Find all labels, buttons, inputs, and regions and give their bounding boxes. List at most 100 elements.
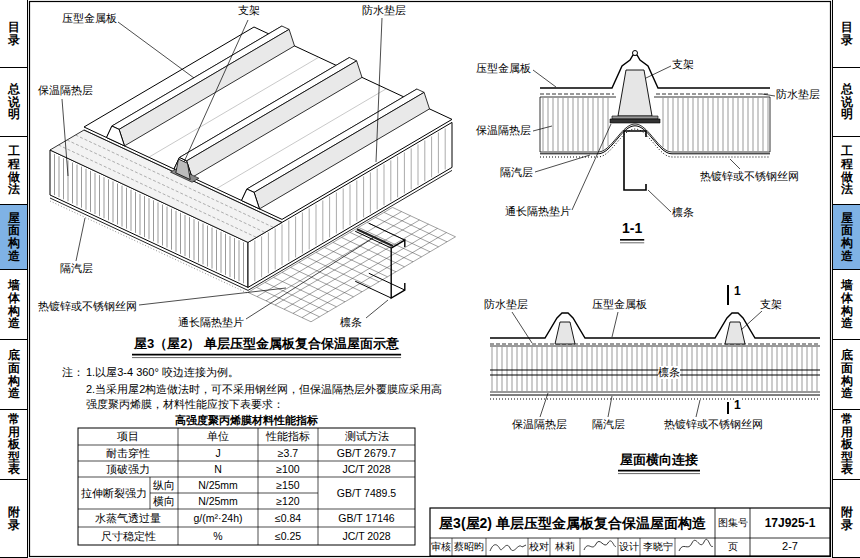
leader-line — [696, 400, 700, 417]
insulation-hatch — [753, 98, 754, 151]
drawing-title: 屋3(屋2) 单层压型金属板复合保温屋面构造 — [439, 515, 706, 532]
insulation-hatch — [557, 347, 558, 391]
insulation-hatch — [418, 144, 419, 185]
title-block-frame — [430, 508, 830, 556]
leader-line — [533, 126, 552, 131]
insulation-hatch — [567, 347, 568, 391]
part-label: 防水垫层 — [776, 88, 820, 101]
tab-label: 目录 — [8, 21, 20, 46]
insulation-hatch — [363, 176, 364, 217]
insulation-hatch — [68, 160, 69, 201]
insulation-hatch — [537, 347, 538, 391]
insulation-hatch — [322, 200, 323, 241]
thermal-pad — [610, 119, 660, 123]
insulation-hatch — [652, 347, 653, 391]
insulation-hatch — [763, 98, 764, 151]
insulation-hatch — [707, 347, 708, 391]
insulation-hatch — [758, 98, 759, 151]
insulation-hatch — [336, 192, 337, 233]
leader-line — [118, 22, 194, 78]
leader-line — [62, 99, 68, 176]
insulation-hatch — [573, 98, 574, 151]
part-label: 支架 — [672, 58, 694, 71]
section-tab: 总说明 — [833, 68, 860, 137]
section-tab: 屋面构造 — [0, 205, 27, 270]
insulation-hatch — [563, 98, 564, 151]
insulation-hatch — [587, 347, 588, 391]
insulation-hatch — [797, 347, 798, 391]
table-cell: 拉伸断裂强力 — [81, 487, 147, 500]
vapor-layer — [490, 395, 820, 396]
connection-hatch — [492, 347, 817, 391]
insulation-hatch — [397, 156, 398, 197]
insulation-hatch — [502, 347, 503, 391]
insulation-hatch — [108, 179, 109, 220]
insulation-hatch — [547, 347, 548, 391]
insulation-hatch — [356, 180, 357, 221]
tab-label: 工程做法 — [8, 145, 20, 196]
signature — [584, 541, 616, 550]
title-underline — [620, 239, 644, 241]
part-label: 保温隔热层 — [38, 84, 93, 97]
table-cell: % — [213, 530, 222, 543]
table-cell: 性能指标 — [266, 430, 310, 443]
insulation-hatch — [497, 347, 498, 391]
insulation-hatch — [203, 223, 204, 264]
insulation-hatch — [176, 211, 177, 252]
leader-line — [648, 190, 671, 212]
tab-label: 总说明 — [8, 83, 20, 121]
wire-mesh — [308, 257, 371, 286]
insulation-hatch — [282, 224, 283, 265]
insulation-hatch — [723, 98, 724, 151]
table-cell: 单位 — [207, 430, 229, 443]
insulation-hatch — [117, 184, 118, 225]
tab-label: 附录 — [841, 506, 853, 531]
leader-line — [572, 124, 611, 210]
tab-rule — [27, 0, 28, 558]
wire-mesh — [367, 222, 430, 251]
title-block-cell: 李晓宁 — [643, 541, 673, 553]
section-1-1 — [533, 51, 775, 213]
insulation-hatch — [543, 98, 544, 151]
title-block-cell: 蔡昭昀 — [454, 541, 484, 553]
metal-panel — [490, 313, 820, 338]
insulation-hatch — [171, 209, 172, 250]
table-title: 高强度聚丙烯膜材料性能指标 — [175, 414, 318, 427]
insulation-hatch — [542, 347, 543, 391]
insulation-hatch — [162, 205, 163, 246]
insulation-hatch — [637, 347, 638, 391]
insulation-hatch — [687, 347, 688, 391]
insulation-hatch — [189, 217, 190, 258]
insulation-hatch — [792, 347, 793, 391]
insulation-hatch — [275, 228, 276, 269]
insulation-hatch — [194, 219, 195, 260]
part-label: 防水垫层 — [484, 298, 528, 311]
insulation-hatch — [727, 347, 728, 391]
tab-label: 工程做法 — [841, 145, 853, 196]
horizontal-connection — [490, 285, 820, 417]
section-mark-number: 1 — [734, 398, 741, 412]
insulation-hatch — [592, 347, 593, 391]
insulation-hatch — [295, 216, 296, 257]
insulation-hatch — [438, 132, 439, 173]
wire-mesh — [266, 216, 411, 301]
insulation-hatch — [254, 240, 255, 281]
insulation-hatch — [527, 347, 528, 391]
panel-rib-end — [107, 126, 125, 146]
leader-line — [376, 18, 382, 162]
insulation-hatch — [225, 234, 226, 275]
insulation-hatch — [718, 98, 719, 151]
wire-mesh — [274, 277, 337, 306]
insulation-hatch — [588, 98, 589, 151]
insulation-hatch — [309, 208, 310, 249]
leader-line — [612, 312, 618, 337]
sheet-frame — [30, 2, 831, 557]
table-cell: 尺寸稳定性 — [101, 530, 156, 543]
bracket — [176, 159, 190, 179]
title-underlines — [132, 240, 700, 474]
insulation-hatch — [77, 165, 78, 206]
section-tab: 目录 — [833, 0, 860, 68]
insulation-hatch — [728, 98, 729, 151]
